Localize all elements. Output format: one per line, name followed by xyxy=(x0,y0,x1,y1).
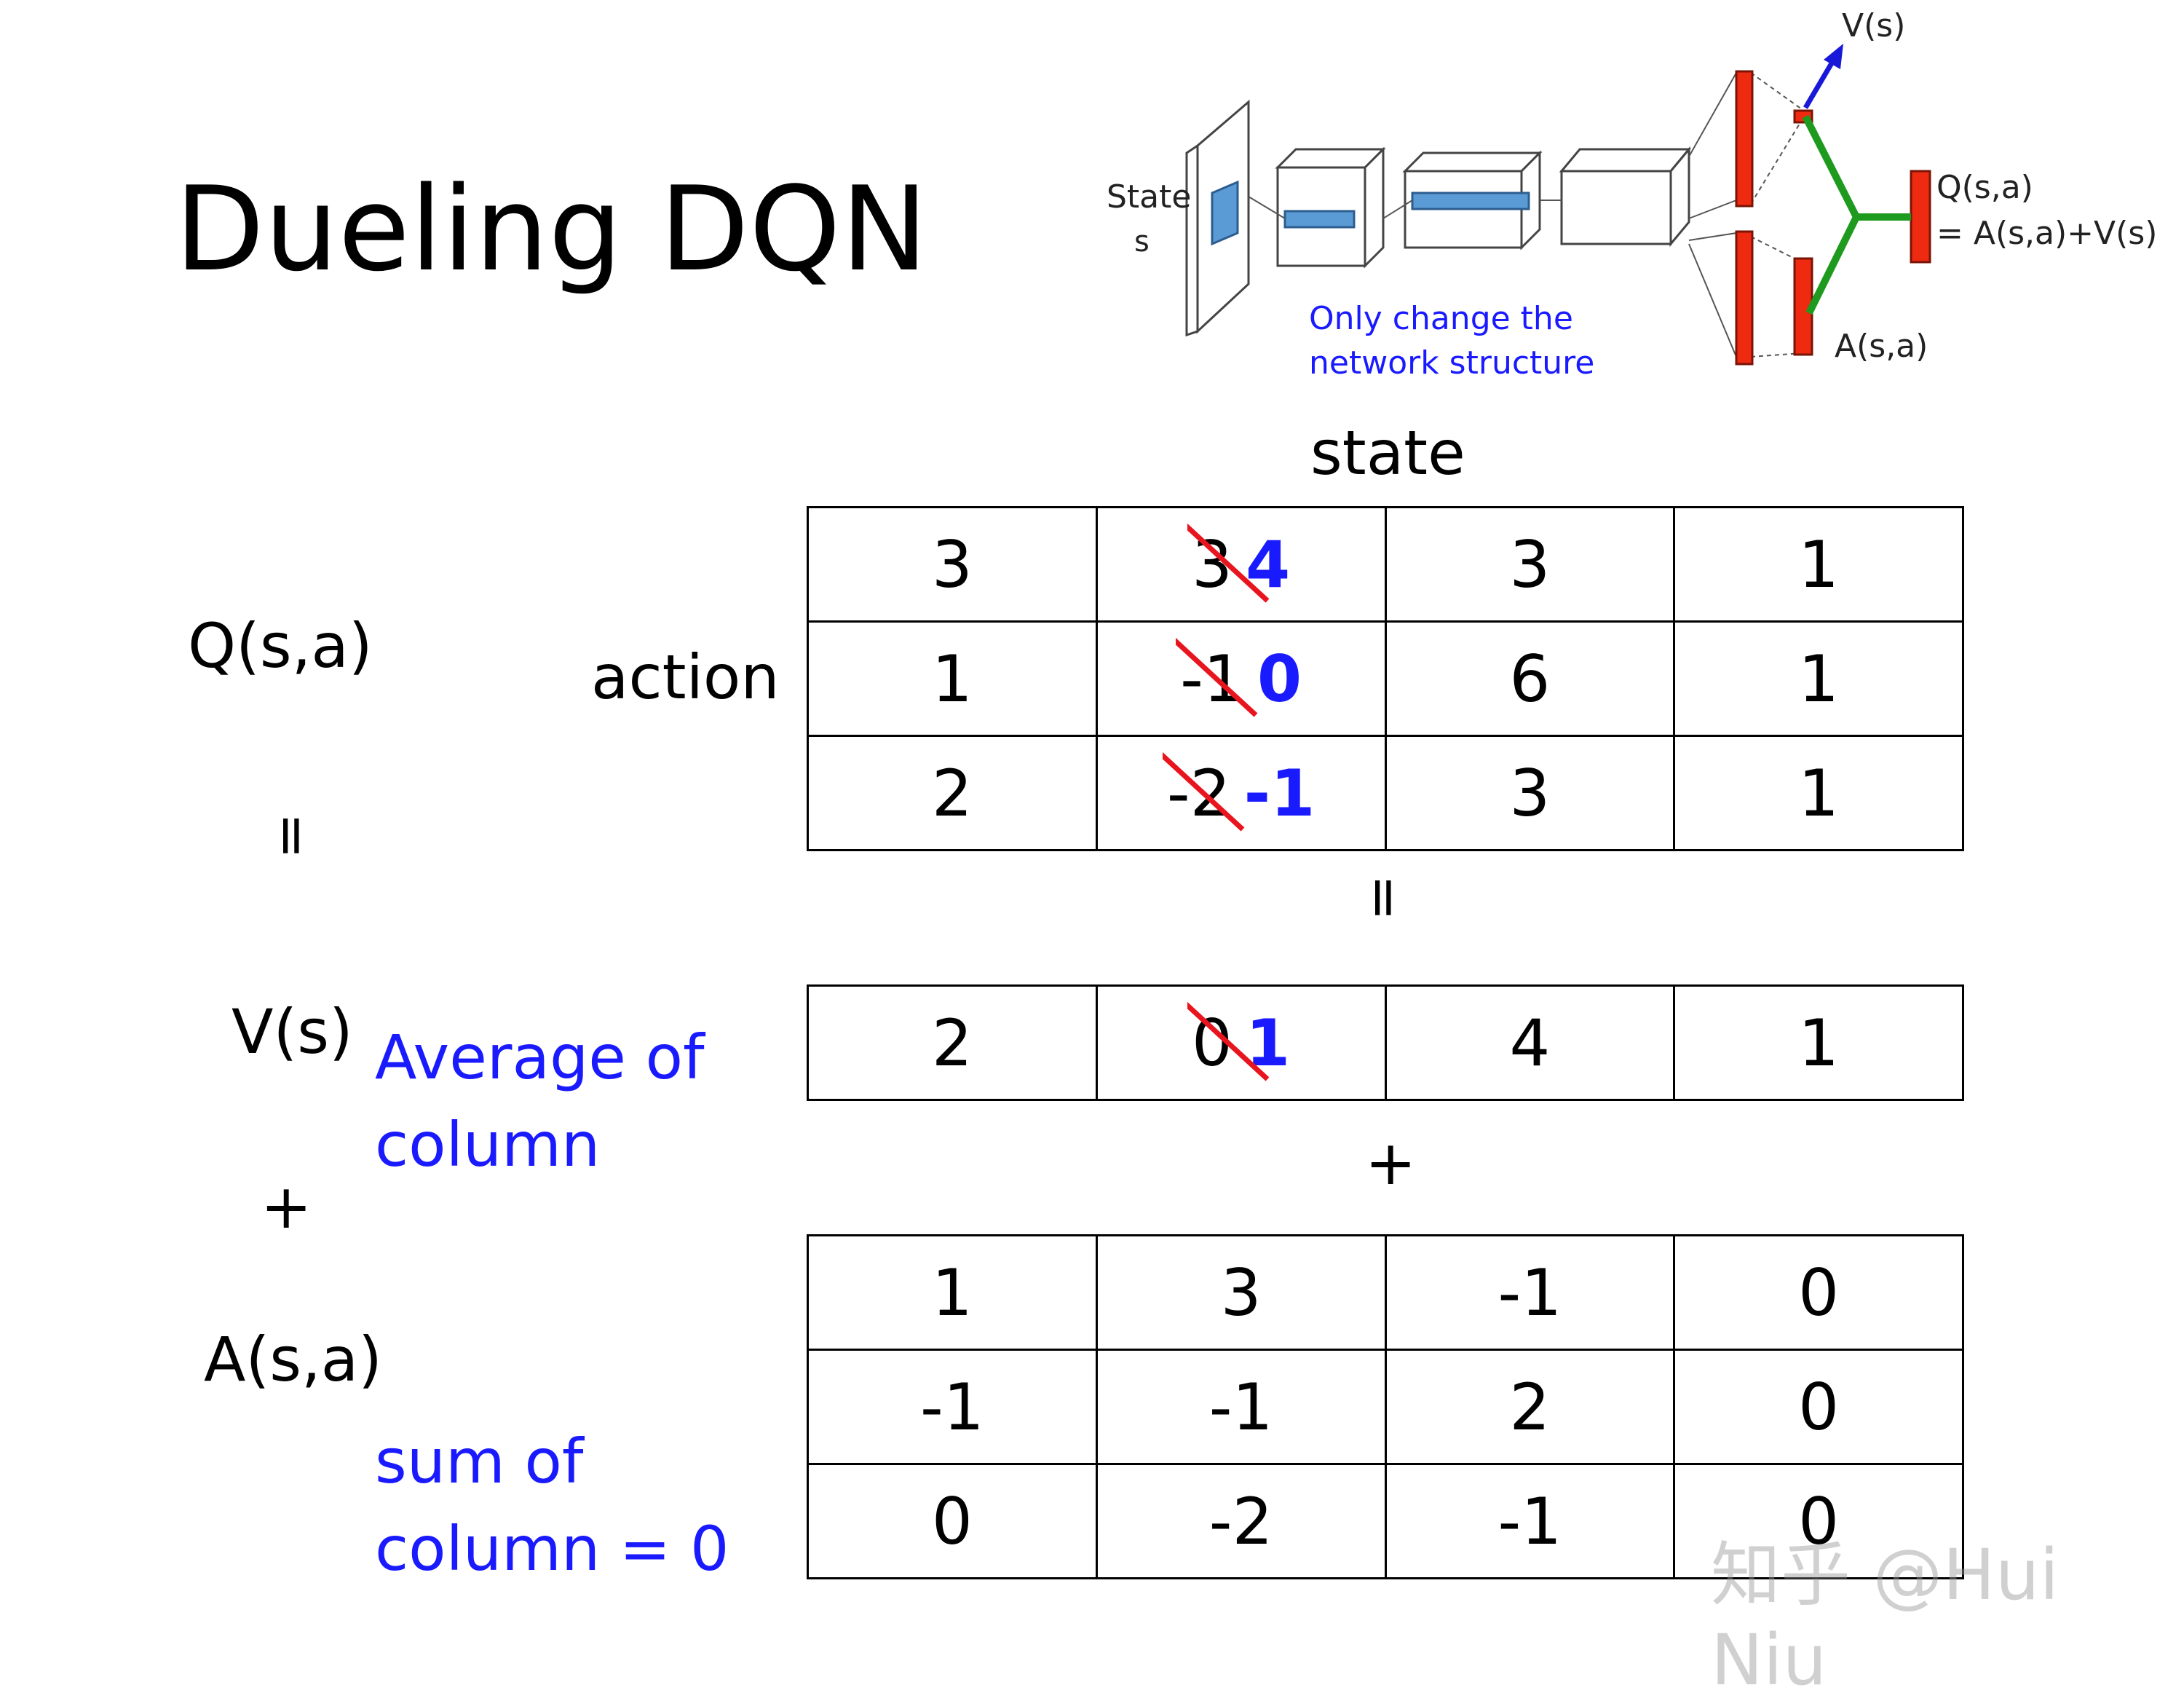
a-table-cell: -1 xyxy=(1384,1463,1676,1579)
q-table-cell: 1 xyxy=(1673,620,1964,737)
diagram-state-label: State xyxy=(1107,178,1191,216)
average-note-line-1: Average of xyxy=(375,1022,705,1093)
a-table-cell: -1 xyxy=(807,1349,1098,1465)
conv-block-1 xyxy=(1275,146,1386,269)
q-table-cell: 1 xyxy=(1673,506,1964,623)
equals-sign-left: = xyxy=(260,813,325,859)
v-table-cell: 1 xyxy=(1673,984,1964,1101)
plus-sign-middle: + xyxy=(1365,1127,1417,1199)
watermark: 知乎 @Hui Niu xyxy=(1711,1534,2060,1701)
a-table-cell: -1 xyxy=(1384,1234,1676,1351)
new-value: 4 xyxy=(1246,526,1291,602)
a-table-cell: 0 xyxy=(1673,1234,1964,1351)
conv-block-2 xyxy=(1402,150,1543,250)
diagram-v-label: V(s) xyxy=(1842,7,1905,44)
diagram-q-label: Q(s,a) xyxy=(1936,169,2033,206)
strikethrough-mark xyxy=(1176,637,1258,717)
a-table-cell: 3 xyxy=(1095,1234,1387,1351)
diagram-a-label: A(s,a) xyxy=(1835,328,1928,365)
q-table-cell: 3 xyxy=(1384,735,1676,851)
v-table-cell: 4 xyxy=(1384,984,1676,1101)
state-axis-label: state xyxy=(1310,417,1465,489)
input-layer xyxy=(1185,99,1250,337)
action-axis-label: action xyxy=(591,642,780,713)
v-table-cell: 2 xyxy=(807,984,1098,1101)
a-table-cell: 0 xyxy=(1673,1463,1964,1579)
value-arrow xyxy=(1803,44,1843,109)
new-value: 0 xyxy=(1257,641,1302,717)
q-table-cell: 6 xyxy=(1384,620,1676,737)
q-label: Q(s,a) xyxy=(188,610,373,682)
q-table-cell: 3 xyxy=(807,506,1098,623)
q-table-cell: -2-1 xyxy=(1095,735,1387,851)
combine-lines xyxy=(1802,114,1911,315)
q-table-cell: 1 xyxy=(1673,735,1964,851)
a-table-cell: 1 xyxy=(807,1234,1098,1351)
new-value: 1 xyxy=(1246,1005,1291,1081)
a-table-cell: 0 xyxy=(1673,1349,1964,1465)
old-value: 3 xyxy=(1187,523,1270,603)
old-value: -1 xyxy=(1176,637,1258,717)
old-value: -2 xyxy=(1162,751,1245,832)
equals-sign-middle: = xyxy=(1352,875,1417,921)
a-label: A(s,a) xyxy=(204,1324,382,1395)
connection-lines xyxy=(1248,72,1803,358)
sum-note-line-1: sum of xyxy=(375,1426,584,1497)
plus-sign-left: + xyxy=(261,1171,312,1242)
diagram-q-formula: = A(s,a)+V(s) xyxy=(1936,215,2157,252)
a-table-cell: 2 xyxy=(1384,1349,1676,1465)
a-table-cell: -1 xyxy=(1095,1349,1387,1465)
network-diagram-svg: State s Only change the network structur… xyxy=(1107,7,2157,382)
v-label: V(s) xyxy=(232,996,353,1067)
sum-note-line-2: column = 0 xyxy=(375,1513,729,1584)
network-diagram: State s Only change the network structur… xyxy=(1077,0,2184,408)
q-table-cell: 1 xyxy=(807,620,1098,737)
fc-layers xyxy=(1735,70,1931,366)
conv-block-3 xyxy=(1559,146,1692,248)
q-table-cell: 2 xyxy=(807,735,1098,851)
strikethrough-mark xyxy=(1162,751,1245,832)
average-note-line-2: column xyxy=(375,1109,601,1180)
page-title: Dueling DQN xyxy=(175,161,928,297)
q-table-cell: 3 xyxy=(1384,506,1676,623)
a-table-cell: 0 xyxy=(807,1463,1098,1579)
a-table-cell: -2 xyxy=(1095,1463,1387,1579)
new-value: -1 xyxy=(1243,755,1315,831)
diagram-note-line-2: network structure xyxy=(1309,344,1594,382)
old-value: 0 xyxy=(1187,1001,1270,1081)
diagram-state-symbol: s xyxy=(1134,225,1150,258)
diagram-note-line-1: Only change the xyxy=(1309,300,1573,337)
